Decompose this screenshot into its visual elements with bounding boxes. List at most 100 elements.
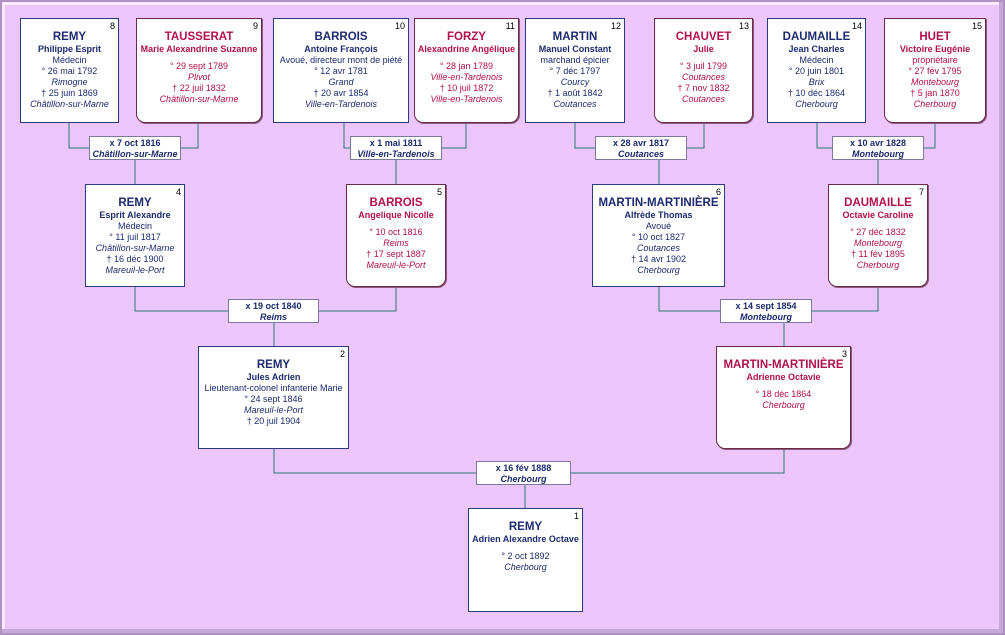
occupation: Avoué: [645, 221, 672, 231]
surname: REMY: [508, 521, 543, 533]
event-place: Châtillon-sur-Marne: [30, 99, 109, 109]
surname: REMY: [52, 31, 87, 43]
connector: [812, 287, 879, 312]
event-place: Cherbourg: [913, 99, 957, 109]
event-place: Coutances: [681, 72, 726, 82]
surname: TAUSSERAT: [164, 31, 234, 43]
event-place: Courcy: [560, 77, 590, 87]
connector: [181, 123, 199, 149]
event-date: ° 12 avr 1781: [314, 66, 368, 76]
sosa-number: 13: [738, 21, 749, 31]
event-place: Cherbourg: [504, 562, 547, 572]
event-place: Coutances: [681, 94, 726, 104]
event-date: ° 28 jan 1789: [439, 61, 494, 71]
event-place: Ville-en-Tardenois: [304, 99, 378, 109]
sosa-number: 1: [573, 511, 579, 521]
given-names: Manuel Constant: [538, 44, 612, 54]
connector: [816, 123, 832, 149]
event-date: † 16 déc 1900: [106, 254, 164, 264]
event-place: Mareuil-le-Port: [366, 260, 426, 270]
given-names: Esprit Alexandre: [99, 210, 171, 220]
sosa-number: 10: [394, 21, 405, 31]
event-place: Montebourg: [910, 77, 960, 87]
event-place: Ville-en-Tardenois: [430, 94, 503, 104]
given-names: Antoine François: [304, 44, 378, 54]
event-date: ° 27 déc 1832: [850, 227, 906, 237]
surname: DAUMAILLE: [782, 31, 851, 43]
connector: [343, 123, 350, 149]
sosa-number: 8: [109, 21, 115, 31]
occupation: propriétaire: [912, 55, 958, 65]
event-place: Cherbourg: [795, 99, 838, 109]
event-date: † 25 juin 1869: [41, 88, 98, 98]
surname: BARROIS: [314, 31, 368, 43]
sosa-number: 11: [505, 21, 515, 31]
connector: [924, 123, 936, 149]
event-place: Plivot: [187, 72, 210, 82]
given-names: Octavie Caroline: [842, 210, 914, 220]
given-names: Victoire Eugénie: [899, 44, 971, 54]
occupation: Lieutenant-colonel infanterie Marie: [204, 383, 343, 393]
given-names: Julie: [693, 44, 714, 54]
event-date: † 7 nov 1832: [677, 83, 730, 93]
event-date: ° 24 sept 1846: [244, 394, 303, 404]
surname: MARTIN-MARTINIÈRE: [723, 359, 844, 371]
event-date: † 1 août 1842: [547, 88, 603, 98]
given-names: Philippe Esprit: [37, 44, 101, 54]
event-place: Ville-en-Tardenois: [430, 72, 503, 82]
event-place: Coutances: [553, 99, 597, 109]
surname: FORZY: [447, 31, 486, 43]
event-place: Mareuil-le-Port: [105, 265, 165, 275]
connector: [574, 123, 595, 149]
event-date: † 10 juil 1872: [439, 83, 494, 93]
occupation: Médecin: [117, 221, 153, 231]
event-date: ° 11 juil 1817: [109, 232, 161, 242]
connector: [68, 123, 89, 149]
surname: MARTIN: [552, 31, 598, 43]
event-date: ° 3 juil 1799: [679, 61, 728, 71]
occupation: Avoué, directeur mont de piété: [279, 55, 403, 65]
connector: [134, 287, 228, 312]
surname: BARROIS: [369, 197, 423, 209]
event-place: Mareuil-le-Port: [243, 405, 303, 415]
given-names: Marie Alexandrine Suzanne: [140, 44, 258, 54]
event-place: Montebourg: [853, 238, 903, 248]
event-place: Cherbourg: [856, 260, 900, 270]
connector: [658, 287, 720, 312]
event-place: Reims: [383, 238, 409, 248]
event-date: † 11 fév 1895: [851, 249, 905, 259]
given-names: Jules Adrien: [246, 372, 301, 382]
event-place: Coutances: [636, 243, 681, 253]
event-date: † 14 avr 1902: [630, 254, 687, 264]
surname: HUET: [919, 31, 951, 43]
sosa-number: 14: [851, 21, 862, 31]
sosa-number: 9: [252, 21, 258, 31]
sosa-number: 2: [339, 349, 345, 359]
connector: [687, 123, 705, 149]
occupation: Médecin: [799, 55, 834, 65]
occupation: Médecin: [52, 55, 87, 65]
sosa-number: 4: [175, 187, 181, 197]
